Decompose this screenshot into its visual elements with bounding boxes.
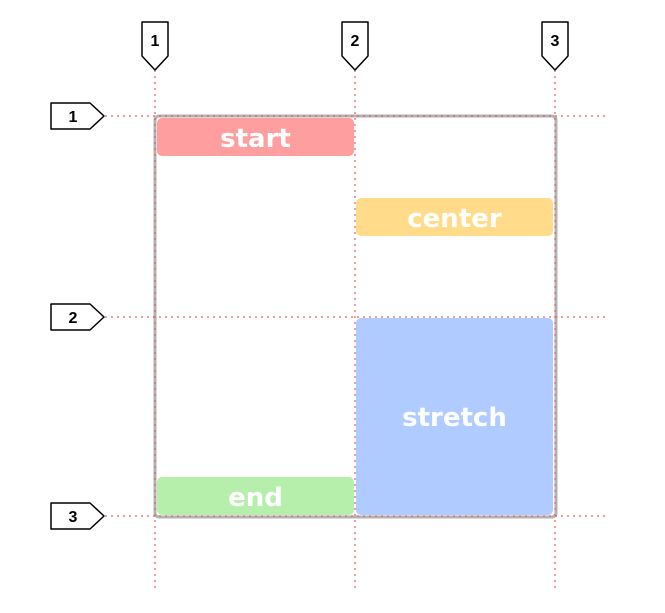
column-marker-1-label: 1	[151, 33, 160, 50]
row-marker-3-label: 3	[69, 509, 78, 526]
column-marker-3: 3	[541, 21, 569, 71]
row-marker-3: 3	[50, 502, 105, 530]
item-center-box	[356, 198, 553, 236]
column-marker-2-label: 2	[351, 33, 360, 50]
row-marker-2-label: 2	[69, 310, 78, 327]
item-end: end	[157, 477, 354, 515]
item-stretch-label: stretch	[402, 403, 507, 433]
item-end-label: end	[228, 483, 283, 513]
column-marker-1: 1	[141, 21, 169, 71]
column-marker-3-label: 3	[551, 33, 560, 50]
item-stretch: stretch	[356, 318, 553, 515]
item-stretch-box	[356, 318, 553, 515]
item-start-box	[157, 118, 354, 156]
row-marker-1: 1	[50, 102, 105, 130]
item-start: start	[157, 118, 354, 156]
column-marker-2: 2	[341, 21, 369, 71]
row-marker-2: 2	[50, 303, 105, 331]
item-center: center	[356, 198, 553, 236]
item-center-label: center	[407, 204, 502, 234]
item-end-box	[157, 477, 354, 515]
row-marker-1-label: 1	[69, 109, 78, 126]
item-start-label: start	[220, 124, 291, 154]
